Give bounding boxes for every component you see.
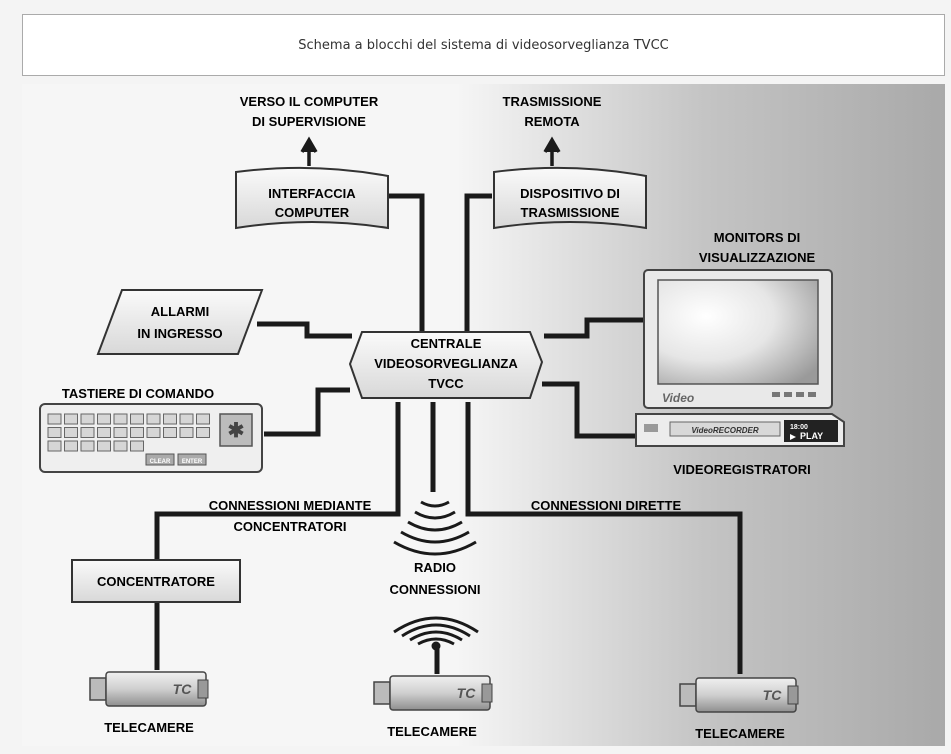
computer-interface-label-2: COMPUTER [275, 205, 350, 220]
remote-transmission-label-1: TRASMISSIONE [503, 94, 602, 109]
recorder-time: 18:00 [790, 424, 808, 431]
keyboard-key [113, 440, 128, 452]
computer-target-label-2: DI SUPERVISIONE [252, 114, 366, 129]
direct-connections-label: CONNESSIONI DIRETTE [531, 498, 682, 513]
keyboard-key [130, 427, 144, 438]
radio-waves-top-icon [393, 500, 477, 556]
keyboard-keys [47, 413, 210, 452]
cameras-label-3: TELECAMERE [695, 726, 785, 741]
computer-interface-label-1: INTERFACCIA [268, 186, 356, 201]
keyboard-key [196, 413, 210, 425]
concentrator-label: CONCENTRATORE [97, 574, 215, 589]
keyboard-label: TASTIERE DI COMANDO [62, 386, 214, 401]
keyboard-key [163, 413, 177, 425]
camera-badge: TC [457, 685, 477, 701]
keyboard-key [196, 427, 210, 438]
alarms-label-2: IN INGRESSO [137, 326, 222, 341]
computer-target-label-1: VERSO IL COMPUTER [240, 94, 379, 109]
keyboard-key [146, 413, 161, 425]
alarms-label-1: ALLARMI [151, 304, 210, 319]
remote-up-arrow-icon [543, 136, 561, 166]
keyboard-key [146, 427, 161, 438]
cameras-label-1: TELECAMERE [104, 720, 194, 735]
camera-icon: TC [89, 671, 209, 707]
transmission-device-label-1: DISPOSITIVO DI [520, 186, 620, 201]
keyboard-key [179, 413, 194, 425]
monitors-label-2: VISUALIZZAZIONE [699, 250, 816, 265]
concentrator-box: CONCENTRATORE [71, 559, 241, 603]
keyboard-key [64, 427, 78, 438]
camera-badge: TC [763, 687, 783, 703]
keyboard-key [130, 440, 144, 452]
computer-up-arrow-icon [300, 136, 318, 166]
radio-waves-bottom-icon [393, 616, 479, 651]
hub-connections-label-1: CONNESSIONI MEDIANTE [209, 498, 372, 513]
keyboard-icon: ✱ CLEAR ENTER [39, 403, 263, 473]
keyboard-key [80, 413, 95, 425]
recorder-brand: VideoRECORDER [691, 426, 758, 435]
keyboard-key [64, 413, 78, 425]
radio-connections-label-2: CONNESSIONI [389, 582, 480, 597]
keyboard-key [97, 413, 111, 425]
keyboard-key [113, 427, 128, 438]
transmission-device-label-2: TRASMISSIONE [521, 205, 620, 220]
monitor-icon: Video [643, 269, 833, 409]
keyboard-key [64, 440, 78, 452]
central-unit-label-3: TVCC [428, 376, 464, 391]
keyboard-key [97, 427, 111, 438]
camera-icon: TC [373, 675, 493, 711]
keyboard-key [97, 440, 111, 452]
central-unit-box: CENTRALE VIDEOSORVEGLIANZA TVCC [348, 331, 544, 399]
clear-key-label: CLEAR [150, 459, 171, 465]
connection-wires [154, 193, 743, 674]
keyboard-key [130, 413, 144, 425]
remote-transmission-label-2: REMOTA [524, 114, 580, 129]
keyboard-key [80, 427, 95, 438]
transmission-device-box: DISPOSITIVO DI TRASMISSIONE [493, 166, 647, 230]
hub-connections-label-2: CONCENTRATORI [234, 519, 347, 534]
recorders-label: VIDEOREGISTRATORI [673, 462, 810, 477]
keyboard-key [113, 413, 128, 425]
central-unit-label-1: CENTRALE [411, 336, 482, 351]
keyboard-key [47, 427, 62, 438]
keyboard-key [80, 440, 95, 452]
block-diagram: CENTRALE VIDEOSORVEGLIANZA TVCC VERSO IL… [22, 84, 945, 746]
keyboard-key [179, 427, 194, 438]
enter-key-label: ENTER [182, 459, 203, 465]
monitor-brand: Video [662, 391, 694, 405]
play-icon [790, 434, 796, 440]
radio-connections-label-1: RADIO [414, 560, 456, 575]
cameras-label-2: TELECAMERE [387, 724, 477, 739]
caption-box: Schema a blocchi del sistema di videosor… [22, 14, 945, 76]
figure-caption: Schema a blocchi del sistema di videosor… [298, 38, 669, 53]
recorder-play: PLAY [800, 431, 823, 441]
video-recorder-icon: VideoRECORDER 18:00 PLAY [635, 413, 845, 447]
keyboard-key [163, 427, 177, 438]
keyboard-key [47, 413, 62, 425]
camera-icon: TC [679, 677, 799, 713]
computer-interface-box: INTERFACCIA COMPUTER [235, 166, 389, 230]
monitors-label-1: MONITORS DI [714, 230, 800, 245]
camera-badge: TC [173, 681, 193, 697]
central-unit-label-2: VIDEOSORVEGLIANZA [374, 356, 518, 371]
alarms-box: ALLARMI IN INGRESSO [96, 289, 264, 355]
keyboard-key [47, 440, 62, 452]
asterisk-key-icon: ✱ [228, 420, 245, 442]
